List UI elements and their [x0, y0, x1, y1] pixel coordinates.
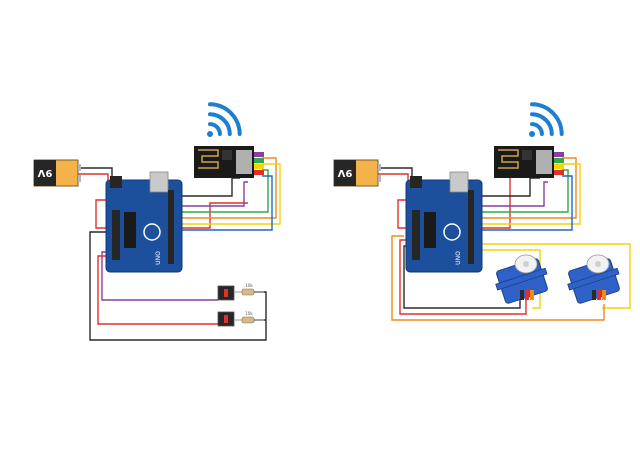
- wire-nrf-orange: [480, 157, 577, 219]
- wire-nrf-yellow: [180, 163, 281, 225]
- wire-nrf-purple: [180, 181, 248, 207]
- transmitter-circuit: 9V UNO: [33, 102, 281, 341]
- servo-motor-icon: [495, 254, 548, 304]
- push-button-icon: [217, 285, 235, 301]
- wire-button2-red: [97, 255, 218, 325]
- wire-nrf-green: [180, 169, 269, 213]
- wire-nrf-black: [180, 177, 240, 197]
- resistor-label: 10k: [245, 283, 253, 288]
- wire-servo-black: [403, 245, 521, 309]
- arduino-uno-icon: UNO: [105, 171, 183, 273]
- wifi-signal-icon: [207, 102, 242, 137]
- servo-motor-icon: [567, 254, 620, 304]
- wire-nrf-purple: [480, 181, 548, 207]
- battery-icon: 9V: [33, 159, 81, 187]
- wire-nrf-blue: [180, 175, 273, 231]
- wire-servo-red: [399, 239, 527, 315]
- wire-servo-orange: [391, 235, 605, 321]
- board-brand-label: UNO: [155, 251, 162, 265]
- wire-nrf-yellow: [480, 163, 581, 225]
- wire-nrf-green: [480, 169, 569, 213]
- arduino-uno-icon: UNO: [405, 171, 483, 273]
- resistor-label: 10k: [245, 311, 253, 316]
- resistor-icon: 10k: [234, 311, 264, 324]
- battery-label: 9V: [37, 167, 52, 178]
- receiver-circuit: 9V UNO: [333, 102, 631, 321]
- battery-label: 9V: [337, 167, 352, 178]
- resistor-icon: 10k: [234, 283, 264, 296]
- wire-servo-yellow-1: [476, 243, 631, 309]
- wire-nrf-blue: [480, 175, 573, 231]
- nrf24l01-module-icon: [494, 146, 564, 178]
- nrf24l01-module-icon: [194, 146, 264, 178]
- board-brand-label: UNO: [455, 251, 462, 265]
- push-button-icon: [217, 311, 235, 327]
- battery-icon: 9V: [333, 159, 381, 187]
- wire-nrf-orange: [180, 157, 277, 219]
- wifi-signal-icon: [529, 102, 564, 137]
